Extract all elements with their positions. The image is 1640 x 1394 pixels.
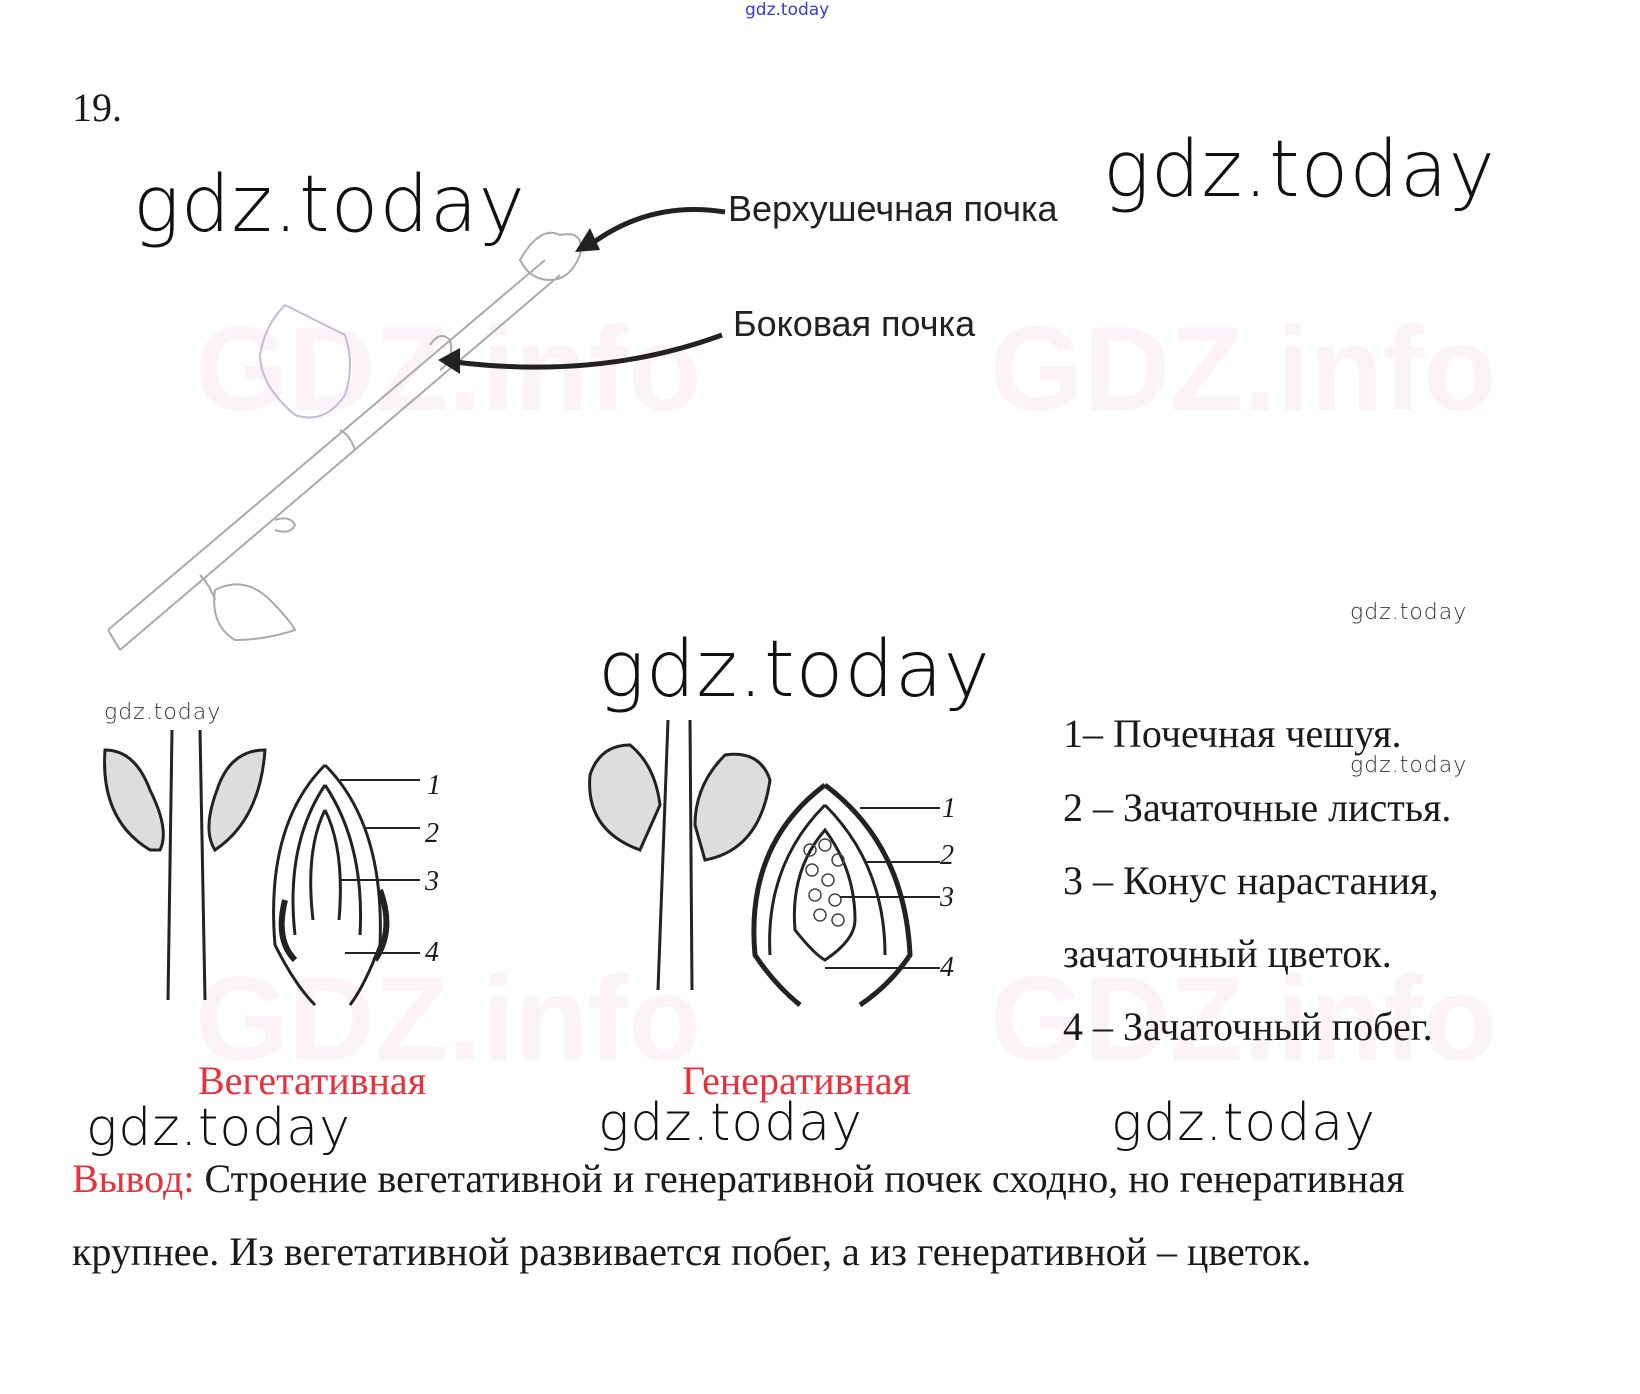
- diagram-number: 1: [942, 793, 956, 824]
- generative-bud-diagram: [588, 719, 913, 1008]
- watermark: gdz.today: [104, 700, 222, 725]
- apical-bud-drawing: [518, 231, 582, 282]
- vegetative-bud-diagram: [103, 729, 390, 1007]
- watermark: gdz.today: [1350, 600, 1468, 625]
- watermark: gdz.today: [86, 1098, 351, 1158]
- diagram-number: 4: [425, 937, 439, 968]
- watermark: gdz.today: [598, 625, 991, 715]
- leaf-drawing: [213, 583, 297, 642]
- lateral-bud-label: Боковая почка: [733, 303, 976, 344]
- vegetative-label: Вегетативная: [198, 1058, 427, 1103]
- faint-watermark: GDZ.info: [990, 952, 1497, 1086]
- arrow-lateral: [454, 332, 723, 370]
- legend-item: 2 – Зачаточные листья.: [1063, 785, 1452, 830]
- conclusion-line-2: крупнее. Из вегетативной развивается поб…: [72, 1229, 1312, 1274]
- faint-watermark: GDZ.info: [195, 952, 702, 1086]
- conclusion-line-1: Вывод: Строение вегетативной и генератив…: [72, 1155, 1404, 1202]
- legend-item: 4 – Зачаточный побег.: [1063, 1004, 1433, 1049]
- watermark: gdz.today: [1350, 753, 1468, 778]
- diagram-number: 3: [425, 866, 439, 897]
- diagram-number: 2: [425, 818, 439, 849]
- diagram-number: 3: [940, 882, 954, 913]
- diagram-number: 4: [940, 952, 954, 983]
- legend-item: зачаточный цветок.: [1063, 931, 1392, 976]
- arrow-head-icon: [438, 348, 460, 374]
- diagram-number: 2: [940, 840, 954, 871]
- watermark: gdz.today: [1103, 125, 1496, 215]
- generative-label: Генеративная: [682, 1058, 912, 1103]
- top-watermark: gdz.today: [745, 0, 830, 20]
- leaf-drawing: [258, 303, 351, 419]
- conclusion-label: Вывод:: [72, 1156, 195, 1201]
- apical-bud-label: Верхушечная почка: [728, 188, 1058, 229]
- watermark: gdz.today: [133, 160, 526, 250]
- conclusion-text: Строение вегетативной и генеративной поч…: [194, 1156, 1405, 1201]
- legend-item: 3 – Конус нарастания,: [1063, 858, 1439, 903]
- flower-primordia: [803, 838, 845, 927]
- watermark: gdz.today: [1111, 1093, 1376, 1153]
- legend-item: 1– Почечная чешуя.: [1063, 711, 1402, 756]
- arrow-apical: [588, 206, 726, 248]
- diagram-number: 1: [427, 770, 441, 801]
- faint-watermark: GDZ.info: [990, 302, 1497, 436]
- watermark: gdz.today: [598, 1093, 863, 1153]
- task-number: 19.: [72, 85, 122, 130]
- arrow-head-icon: [575, 228, 600, 252]
